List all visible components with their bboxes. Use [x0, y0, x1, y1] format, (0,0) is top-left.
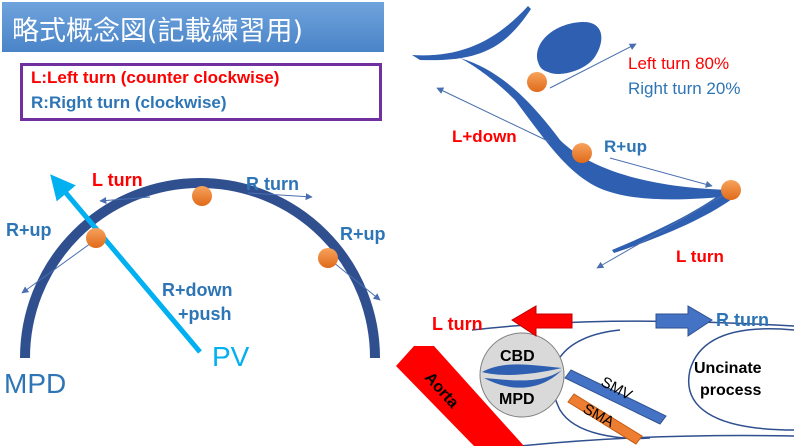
- duct-ball-middle: [572, 143, 592, 163]
- duct-l-down-label: L+down: [452, 127, 517, 146]
- r-turn-arrow: [247, 192, 313, 201]
- pv-arrow: [50, 174, 202, 354]
- duct-diagram: Left turn 80% Right turn 20% L+down R+up…: [412, 6, 741, 269]
- duct-blob: [537, 22, 602, 75]
- sma-bar: [567, 393, 643, 445]
- duct-upper-branch: [412, 6, 531, 61]
- legend-box: L:Left turn (counter clockwise) R:Right …: [20, 63, 382, 121]
- arch-l-turn-label: L turn: [92, 170, 143, 190]
- left-turn-pct-label: Left turn 80%: [628, 54, 729, 73]
- legend-right-turn: R:Right turn (clockwise): [31, 93, 227, 112]
- papilla-duct-lower: [484, 370, 562, 388]
- duodenum-line-bottom: [519, 434, 794, 446]
- r-up-left-arrow: [21, 237, 99, 294]
- duct-tail: [612, 190, 736, 253]
- r-turn-big-arrow: [655, 305, 713, 337]
- aorta-band: [396, 346, 524, 446]
- uncinate-label-line2: process: [700, 382, 761, 399]
- duct-r-up-arrow: [609, 157, 713, 188]
- legend-left-turn: L:Left turn (counter clockwise): [31, 68, 280, 87]
- arch-diagram: L turn R turn R+up R+up R+down +push MPD…: [4, 170, 386, 399]
- papilla-ball-top: [192, 186, 212, 206]
- arch-r-up-left-label: R+up: [6, 220, 52, 240]
- cbd-label: CBD: [500, 348, 535, 365]
- page-title: 略式概念図(記載練習用): [12, 16, 304, 47]
- duct-l-down-arrow: [436, 87, 551, 143]
- arch-push-label: +push: [178, 304, 232, 324]
- r-up-right-arrow: [327, 257, 381, 301]
- arch-r-down-label: R+down: [162, 280, 233, 300]
- title-banner: 略式概念図(記載練習用): [2, 2, 384, 52]
- papilla-ball-left: [86, 228, 106, 248]
- duct-l-turn-label: L turn: [676, 247, 724, 266]
- uncinate-label-line1: Uncinate: [694, 360, 762, 377]
- anatomy-l-turn-label: L turn: [432, 314, 483, 334]
- papilla-duct-upper: [482, 364, 562, 375]
- duct-upper-arrow: [549, 43, 637, 89]
- duct-l-turn-arrow: [596, 195, 723, 269]
- duct-ball-top: [527, 72, 547, 92]
- mpd-label: MPD: [499, 391, 535, 408]
- papilla-oval: [479, 332, 565, 418]
- uncinate-outline: [688, 328, 794, 431]
- papilla-ball-right: [318, 248, 338, 268]
- arch-mpd-label: MPD: [4, 368, 66, 399]
- duct-r-up-label: R+up: [604, 137, 647, 156]
- arch-r-up-right-label: R+up: [340, 224, 386, 244]
- anatomy-diagram: L turn R turn CBD MPD SMV SMA Uncinate p…: [396, 305, 794, 446]
- right-turn-pct-label: Right turn 20%: [628, 79, 740, 98]
- l-turn-arrow: [99, 196, 151, 204]
- duodenum-line-top: [471, 320, 794, 331]
- duct-main: [460, 58, 732, 200]
- pancreas-head-boundary: [551, 329, 651, 440]
- smv-bar: [564, 369, 667, 425]
- arch-r-turn-label: R turn: [246, 174, 299, 194]
- arch-pv-label: PV: [212, 341, 250, 372]
- duct-ball-right: [721, 180, 741, 200]
- l-turn-big-arrow: [511, 305, 573, 337]
- anatomy-r-turn-label: R turn: [716, 310, 769, 330]
